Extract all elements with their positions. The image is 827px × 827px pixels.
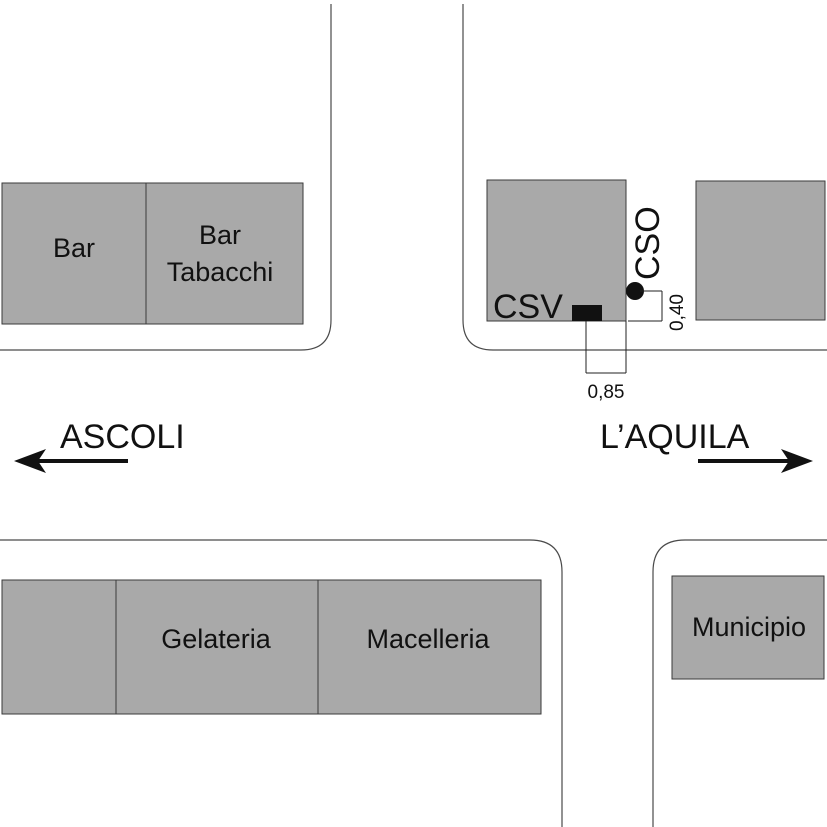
building-bar (1, 182, 147, 325)
building-south-west-1 (1, 579, 117, 715)
label-bar: Bar (53, 233, 95, 263)
label-bar-tabacchi-line2: Tabacchi (167, 257, 274, 287)
cso-sensor-marker (626, 282, 644, 300)
dimension-horizontal-label: 0,85 (588, 382, 625, 403)
label-gelateria: Gelateria (161, 624, 272, 654)
curb-south-east (652, 539, 827, 827)
label-csv: CSV (493, 288, 563, 326)
label-macelleria: Macelleria (366, 624, 490, 654)
dimension-horizontal-lines (585, 321, 627, 374)
building-north-east-corner (486, 179, 627, 322)
building-north-east (695, 180, 826, 321)
dimension-vertical-lines (628, 290, 663, 322)
building-macelleria (317, 579, 542, 715)
direction-laquila-label: L’AQUILA (600, 418, 750, 456)
curb-south-west (0, 539, 563, 827)
building-bar-tabacchi (145, 182, 304, 325)
arrow-right-icon (698, 449, 813, 473)
label-bar-tabacchi-line1: Bar (199, 220, 241, 250)
label-cso: CSO (629, 206, 667, 280)
curb-north-west (0, 4, 332, 351)
direction-ascoli-label: ASCOLI (60, 418, 185, 456)
label-municipio: Municipio (692, 612, 806, 642)
building-gelateria (115, 579, 319, 715)
dimension-vertical-label: 0,40 (667, 294, 688, 331)
curb-north-east (462, 4, 827, 351)
building-municipio (671, 575, 825, 680)
arrow-left-icon (14, 449, 128, 473)
csv-sensor-marker (572, 305, 602, 321)
